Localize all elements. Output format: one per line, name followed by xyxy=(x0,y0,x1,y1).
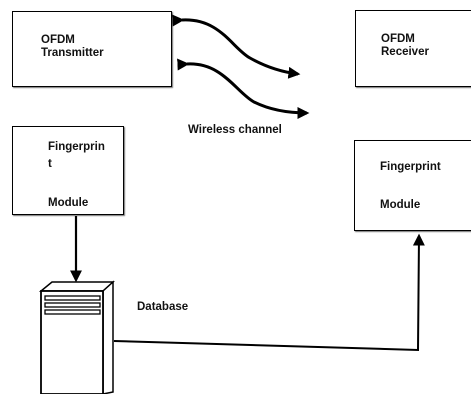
database-server-icon xyxy=(38,280,115,394)
fingerprint-left-line3: Module xyxy=(48,197,89,209)
transmitter-line1: OFDM xyxy=(41,34,75,46)
ofdm-transmitter-box: OFDM Transmitter xyxy=(12,11,172,87)
transmitter-line2: Transmitter xyxy=(41,47,104,59)
wireless-link-lower xyxy=(177,58,310,119)
fingerprint-left-line1: Fingerprin xyxy=(48,141,105,153)
fingerprint-right-line1: Fingerprint xyxy=(380,161,441,173)
database-label: Database xyxy=(137,301,189,313)
ofdm-receiver-box: OFDM Receiver xyxy=(355,10,471,87)
wireless-channel-label: Wireless channel xyxy=(188,124,282,136)
receiver-line2: Receiver xyxy=(381,46,429,58)
fingerprint-left-line2: t xyxy=(48,158,52,170)
receiver-line1: OFDM xyxy=(381,33,415,45)
fingerprint-right-line2: Module xyxy=(380,199,421,211)
fingerprint-module-right-box: Fingerprint Module xyxy=(354,140,471,231)
database-to-fingerprint-link xyxy=(113,233,425,352)
fingerprint-module-left-box: Fingerprin t Module xyxy=(12,126,124,215)
